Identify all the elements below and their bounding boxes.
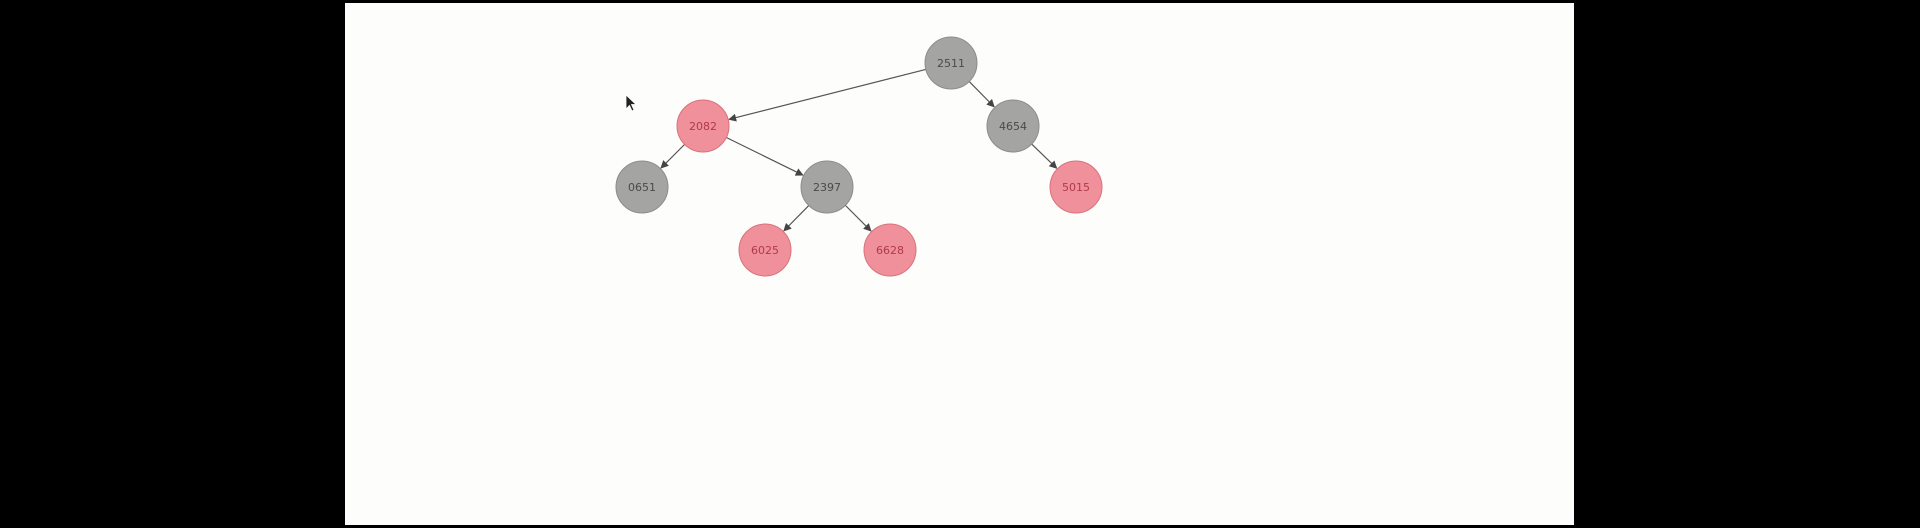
- tree-canvas: 2511 2082 4654 0651 2397 5015 6025 6628: [345, 3, 1574, 525]
- tree-edge-2511-4654: [968, 81, 995, 108]
- red-black-tree-diagram: 2511 2082 4654 0651 2397 5015 6025 6628: [615, 36, 1103, 277]
- tree-edge-2397-6628: [844, 204, 872, 232]
- nodes-layer: 2511 2082 4654 0651 2397 5015 6025 6628: [615, 36, 1103, 277]
- red-node-circle: [738, 223, 792, 277]
- node-label: 2397: [813, 181, 841, 194]
- tree-node-6025: 6025: [738, 223, 792, 277]
- tree-node-0651: 0651: [615, 160, 669, 214]
- node-label: 0651: [628, 181, 656, 194]
- node-label: 4654: [999, 120, 1027, 133]
- tree-node-6628: 6628: [863, 223, 917, 277]
- tree-edge-2511-2082: [728, 68, 926, 122]
- tree-node-4654: 4654: [986, 99, 1040, 153]
- tree-node-2082: 2082: [676, 99, 730, 153]
- node-label: 2511: [937, 57, 965, 70]
- tree-edge-2082-0651: [660, 143, 686, 169]
- red-node-circle: [676, 99, 730, 153]
- node-label: 2082: [689, 120, 717, 133]
- edges-layer: [660, 68, 1058, 232]
- mouse-cursor-icon: [625, 94, 638, 112]
- tree-node-5015: 5015: [1049, 160, 1103, 214]
- tree-edge-2082-2397: [726, 136, 804, 176]
- node-label: 6025: [751, 244, 779, 257]
- tree-node-2511: 2511: [924, 36, 978, 90]
- red-node-circle: [1049, 160, 1103, 214]
- red-node-circle: [863, 223, 917, 277]
- black-node-circle: [615, 160, 669, 214]
- tree-node-2397: 2397: [800, 160, 854, 214]
- tree-edge-4654-5015: [1031, 143, 1058, 169]
- black-node-circle: [800, 160, 854, 214]
- black-node-circle: [986, 99, 1040, 153]
- black-node-circle: [924, 36, 978, 90]
- tree-edge-2397-6025: [783, 205, 810, 232]
- node-label: 5015: [1062, 181, 1090, 194]
- node-label: 6628: [876, 244, 904, 257]
